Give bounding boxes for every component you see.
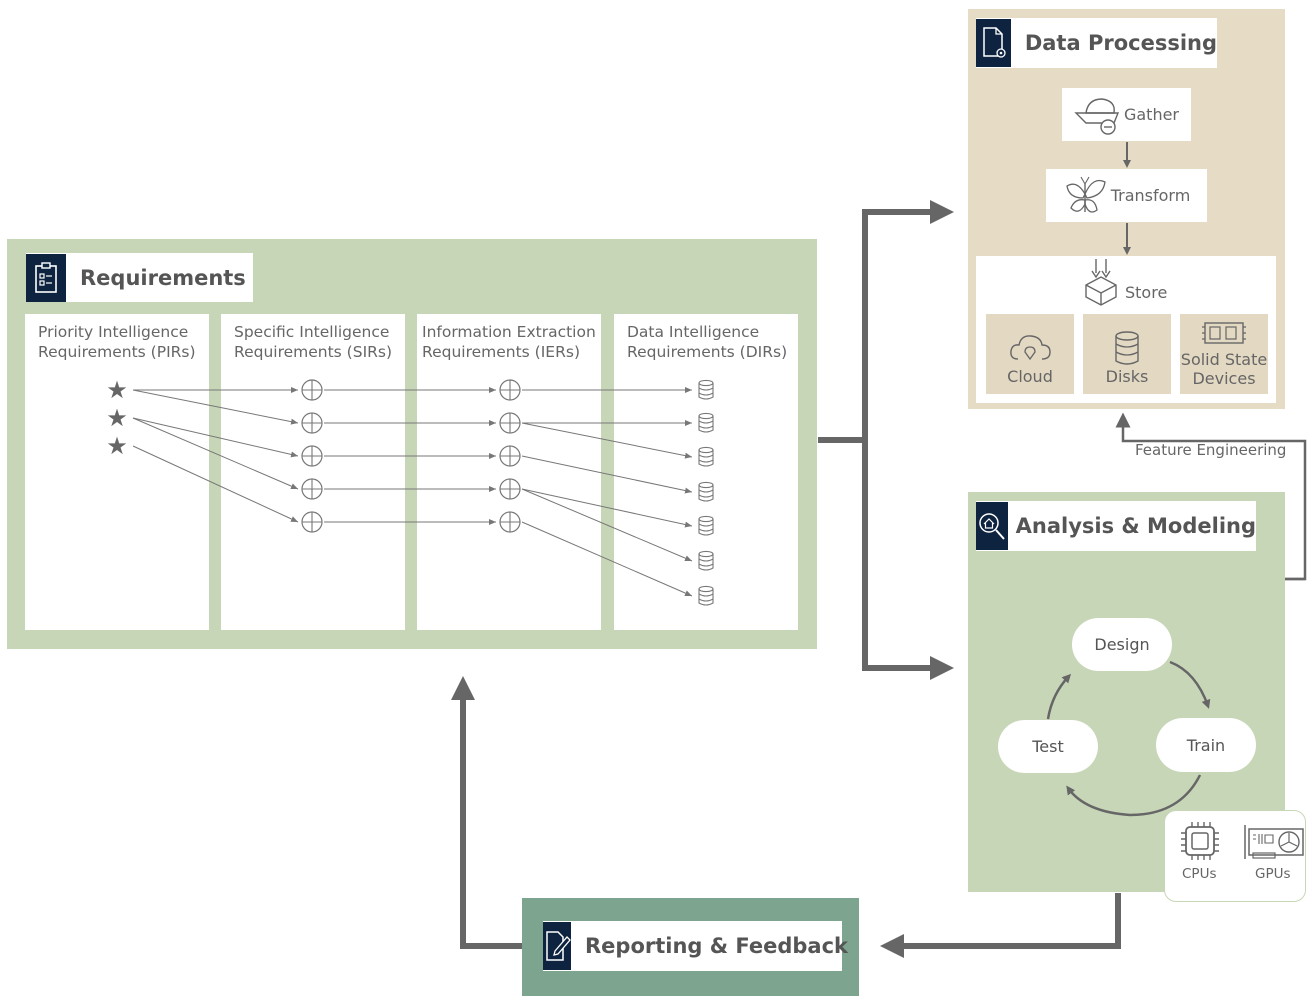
dir-heading-line1: Data Intelligence: [627, 323, 760, 341]
store-label: Store: [1125, 283, 1168, 302]
mapping-edge: [521, 488, 693, 562]
sir-node-icon: [301, 379, 323, 401]
sir-node-icon: [301, 412, 323, 434]
disks-box: Disks: [1083, 314, 1171, 394]
ssd-label-line2: Devices: [1192, 369, 1256, 388]
mapping-edge: [132, 417, 299, 458]
home-search-icon: [976, 502, 1008, 550]
sir-column: Specific Intelligence Requirements (SIRs…: [221, 314, 405, 630]
test-node: Test: [998, 720, 1098, 773]
dir-heading-line2: Requirements (DIRs): [627, 343, 788, 361]
butterfly-icon: [1065, 176, 1106, 213]
dir-database-icon: [698, 379, 714, 400]
analysis-header: Analysis & Modeling: [976, 501, 1256, 551]
feature-engineering-label: Feature Engineering: [1135, 441, 1287, 459]
cloud-label: Cloud: [1007, 367, 1053, 386]
pir-star-icon: ★: [106, 376, 128, 404]
am-to-report-arrow: [880, 893, 1121, 958]
dir-database-icon: [698, 515, 714, 536]
cloud-box: Cloud: [986, 314, 1074, 394]
train-node: Train: [1156, 718, 1256, 772]
wheelbarrow-icon: [1074, 97, 1120, 135]
train-to-test-arrow: [1066, 774, 1202, 817]
dir-database-icon: [698, 481, 714, 502]
pir-star-icon: ★: [106, 404, 128, 432]
report-to-req-arrow: [451, 676, 522, 949]
design-node: Design: [1072, 618, 1172, 671]
gpus-label: GPUs: [1255, 866, 1291, 882]
hardware-box: [1164, 810, 1306, 902]
sir-node-icon: [301, 511, 323, 533]
mapping-edge: [132, 445, 299, 523]
req-to-dp-arrow: [818, 200, 954, 443]
ier-heading-line2: Requirements (IERs): [422, 343, 580, 361]
ier-heading-line1: Information Extraction: [422, 323, 596, 341]
mapping-edge: [132, 417, 299, 490]
ier-column: Information Extraction Requirements (IER…: [417, 314, 601, 630]
document-pencil-icon: [543, 922, 571, 970]
analysis-title: Analysis & Modeling: [1015, 514, 1256, 538]
ier-node-icon: [499, 511, 521, 533]
store-box-icon: [1085, 259, 1117, 306]
sir-heading-line2: Requirements (SIRs): [234, 343, 393, 361]
ier-node-icon: [499, 445, 521, 467]
ssd-box: Solid State Devices: [1180, 314, 1268, 394]
document-gear-icon: [976, 19, 1011, 67]
dir-column: Data Intelligence Requirements (DIRs): [614, 314, 798, 630]
reporting-title: Reporting & Feedback: [585, 934, 849, 958]
gather-box: Gather: [1062, 88, 1191, 141]
req-to-am-arrow: [862, 440, 954, 680]
requirements-title: Requirements: [80, 265, 246, 290]
cpus-label: CPUs: [1182, 866, 1217, 882]
reporting-header: Reporting & Feedback: [543, 921, 848, 971]
mapping-edge: [521, 455, 693, 494]
ssd-label-line1: Solid State: [1180, 350, 1268, 369]
design-to-train-arrow: [1169, 660, 1211, 709]
data-processing-title: Data Processing: [1024, 31, 1217, 55]
ier-node-icon: [499, 412, 521, 434]
disks-label: Disks: [1105, 367, 1149, 386]
mapping-edge: [521, 422, 693, 459]
cpu-icon: [1181, 822, 1219, 860]
ier-node-icon: [499, 379, 521, 401]
dir-database-icon: [698, 585, 714, 606]
data-processing-header: Data Processing: [976, 18, 1217, 68]
ssd-chip-icon: [1202, 322, 1246, 344]
gpu-icon: [1244, 825, 1304, 859]
sir-heading-line1: Specific Intelligence: [234, 323, 390, 341]
mapping-edge: [521, 521, 693, 597]
pir-heading-line2: Requirements (PIRs): [38, 343, 196, 361]
pir-heading-line1: Priority Intelligence: [38, 323, 189, 341]
dir-database-icon: [698, 446, 714, 467]
pir-column: Priority Intelligence Requirements (PIRs…: [25, 314, 209, 630]
cloud-icon: [1010, 335, 1051, 361]
transform-label: Transform: [1110, 186, 1191, 205]
clipboard-icon: [26, 253, 66, 302]
ier-node-icon: [499, 478, 521, 500]
pir-star-icon: ★: [106, 432, 128, 460]
sir-node-icon: [301, 445, 323, 467]
gather-label: Gather: [1123, 105, 1180, 124]
dir-database-icon: [698, 412, 714, 433]
database-icon: [1115, 331, 1139, 365]
sir-node-icon: [301, 478, 323, 500]
mapping-edge: [132, 389, 299, 425]
requirements-header: Requirements: [26, 253, 253, 302]
transform-box: Transform: [1046, 169, 1207, 222]
test-to-design-arrow: [1046, 673, 1072, 720]
dir-database-icon: [698, 550, 714, 571]
mapping-edge: [521, 488, 693, 528]
